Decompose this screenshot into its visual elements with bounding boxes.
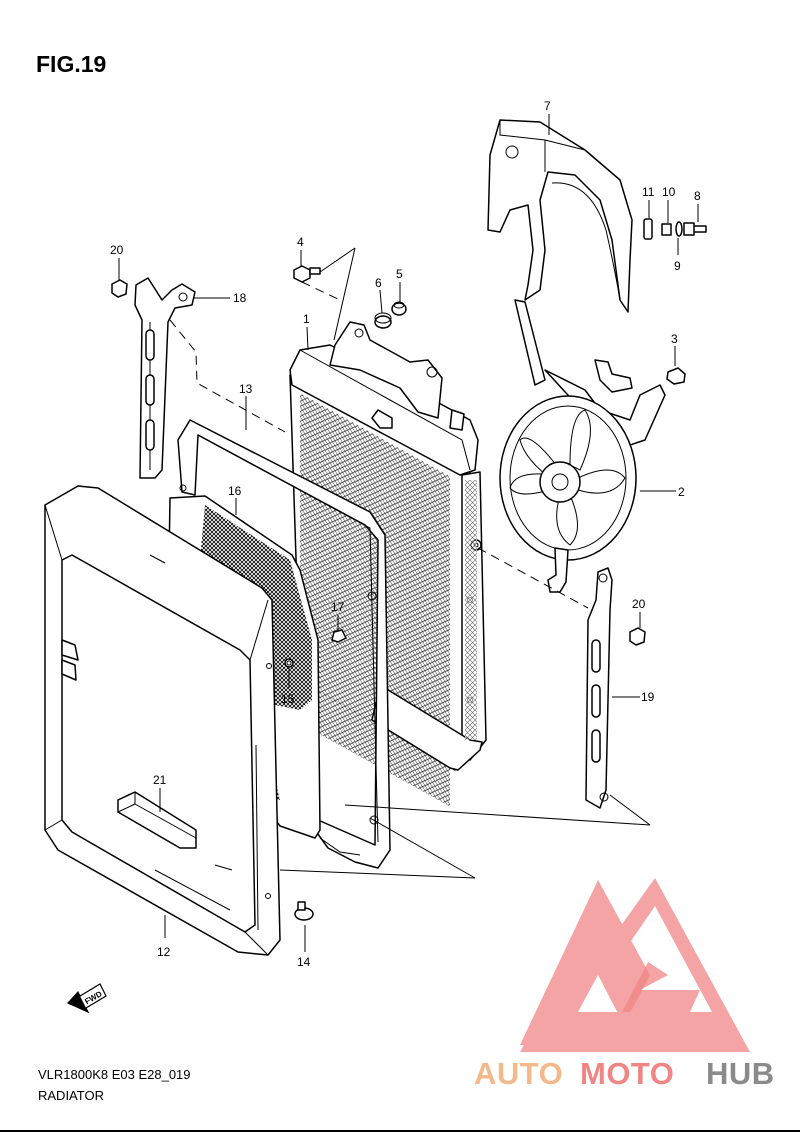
callout-4: 4 (297, 235, 304, 249)
figure-title: FIG.19 (36, 51, 106, 77)
callout-5: 5 (396, 267, 403, 281)
watermark-word-hub: HUB (706, 1056, 775, 1091)
callout-13: 13 (239, 382, 253, 396)
radiator-bracket-right (585, 567, 613, 809)
callout-18: 18 (233, 291, 247, 305)
collar-5 (391, 301, 407, 316)
alignment-lines (169, 281, 589, 609)
radiator-outer-cover (44, 485, 281, 956)
callout-1: 1 (303, 312, 310, 326)
watermark-logo-triangle (520, 878, 750, 1052)
callout-16: 16 (228, 484, 242, 498)
fan-cover-bracket (487, 119, 633, 313)
section-name: RADIATOR (38, 1088, 104, 1103)
watermark-word-auto: AUTO (474, 1056, 563, 1091)
grommet-11 (643, 218, 653, 240)
foam-pad-21 (117, 791, 197, 849)
bolt-20-left (111, 279, 128, 298)
callout-8: 8 (694, 189, 701, 203)
callout-14: 14 (297, 955, 311, 969)
callout-15: 15 (281, 692, 295, 706)
watermark-word-moto: MOTO (580, 1056, 674, 1091)
washer-9 (675, 221, 683, 237)
clip-15 (286, 660, 292, 666)
forward-direction-arrow: FWD (67, 983, 107, 1014)
callout-21: 21 (153, 773, 167, 787)
callout-2: 2 (678, 485, 685, 499)
callout-19: 19 (641, 690, 655, 704)
callout-9: 9 (674, 259, 681, 273)
bolt-3 (666, 367, 686, 385)
nut-17 (331, 629, 347, 643)
callout-12: 12 (157, 945, 171, 959)
callout-7: 7 (544, 99, 551, 113)
collar-10 (661, 223, 672, 236)
leader-lines (118, 114, 699, 952)
callout-20-right: 20 (632, 597, 646, 611)
callout-3: 3 (671, 332, 678, 346)
grommet-6 (374, 312, 392, 329)
model-code: VLR1800K8 E03 E28_019 (38, 1067, 191, 1082)
callout-10: 10 (662, 185, 676, 199)
callout-20-left: 20 (110, 243, 124, 257)
callout-labels: 7 11 10 8 9 4 5 6 1 3 20 18 13 16 2 20 1… (110, 99, 701, 969)
watermark-logo-g (622, 962, 700, 1012)
bolt-4 (293, 265, 321, 283)
callout-17: 17 (331, 600, 345, 614)
radiator-bracket-left (134, 277, 196, 479)
automotohub-watermark: AUTO MOTO HUB (474, 878, 775, 1091)
callout-6: 6 (375, 276, 382, 290)
callout-11: 11 (642, 185, 655, 199)
bolt-20-right (629, 627, 646, 646)
bolt-8 (683, 222, 707, 236)
cooling-fan-assembly (499, 299, 666, 593)
screw-14 (294, 901, 314, 921)
grommet-collar-bolt-set (643, 218, 707, 240)
